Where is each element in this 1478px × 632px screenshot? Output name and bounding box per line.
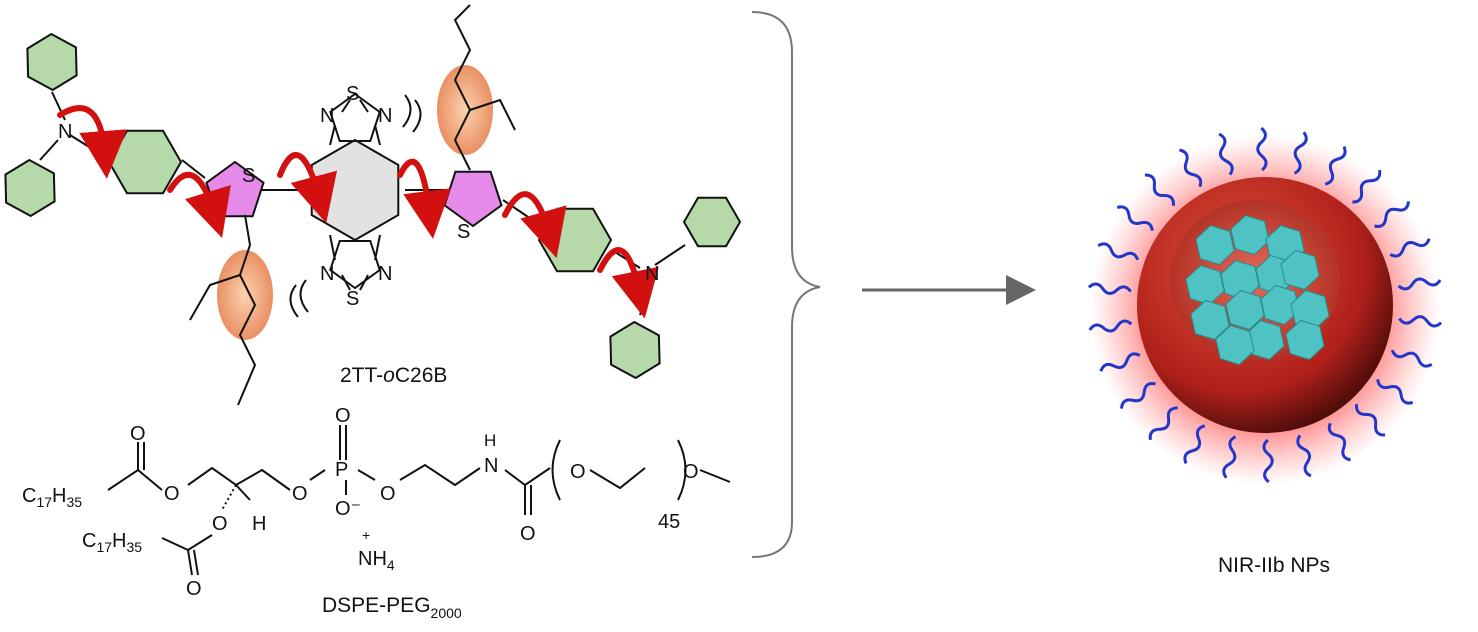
svg-text:NH4: NH4 <box>358 548 395 573</box>
lipid-atom-labels: C17H35 C17H35 O O O O H O P O O⁻ O N H O… <box>22 405 699 600</box>
phenyl-ring <box>537 207 613 273</box>
thiadiazole-ring <box>329 92 381 142</box>
svg-text:O: O <box>164 483 180 505</box>
svg-text:C17H35: C17H35 <box>22 485 82 510</box>
thiadiazole-ring <box>329 240 381 290</box>
crystal <box>1225 289 1265 331</box>
peg-chain <box>1397 277 1442 291</box>
peg-chain <box>1144 173 1175 206</box>
svg-text:O: O <box>212 513 228 535</box>
phenyl-ring <box>26 32 78 92</box>
thiophene-ring <box>443 170 503 228</box>
svg-text:S: S <box>457 221 470 243</box>
crystal <box>1195 224 1235 266</box>
phenyl-ring <box>609 320 661 380</box>
svg-text:N: N <box>645 263 659 285</box>
crystal <box>1285 319 1325 361</box>
molecule-dspe-peg2000: C17H35 C17H35 O O O O H O P O O⁻ O N H O… <box>22 405 731 621</box>
nanoparticle-illustration: NIR-IIb NPs <box>1087 126 1443 577</box>
curly-brace <box>751 11 821 558</box>
svg-text:O: O <box>520 523 536 545</box>
svg-text:P: P <box>335 459 348 481</box>
peg-chain <box>1327 422 1351 462</box>
phenyl-ring <box>107 129 183 195</box>
svg-text:O: O <box>570 461 586 483</box>
peg-chain <box>1398 315 1443 328</box>
svg-text:S: S <box>242 165 255 187</box>
svg-text:S: S <box>346 288 359 310</box>
peg-chain <box>1389 238 1431 258</box>
phenyl-ring <box>682 196 742 248</box>
peg-chain <box>1088 319 1133 333</box>
svg-text:N: N <box>484 455 498 477</box>
rotation-arrows <box>57 105 659 319</box>
steric-ellipse-top <box>437 65 493 155</box>
crystal <box>1190 299 1230 341</box>
svg-text:O: O <box>292 483 308 505</box>
svg-text:O⁻: O⁻ <box>335 498 361 520</box>
svg-text:+: + <box>362 527 370 543</box>
peg-chain <box>1296 434 1312 478</box>
crystal <box>1260 284 1300 326</box>
crystal <box>1215 324 1255 366</box>
svg-text:45: 45 <box>658 511 680 533</box>
molecule-2tt-oc26b: N N S S N N S N N S 2TT-oC26B <box>4 4 742 406</box>
crystal <box>1230 214 1270 256</box>
atom-labels: N N S S N N S N N S <box>58 83 659 310</box>
peg-chain <box>1218 132 1234 176</box>
svg-text:O: O <box>130 423 146 445</box>
peg-chain <box>1293 131 1308 175</box>
peg-chain <box>1183 424 1206 464</box>
lipid-bonds <box>107 425 731 576</box>
peg-chain <box>1179 148 1203 188</box>
peg-chain <box>1262 438 1274 484</box>
molecule-name: 2TT-oC26B <box>340 364 447 387</box>
steric-ellipse-bottom <box>217 250 273 340</box>
peg-chain <box>1148 406 1178 441</box>
steric-marks <box>289 94 422 318</box>
peg-chain <box>1324 146 1347 186</box>
svg-text:N: N <box>320 263 334 285</box>
svg-text:N: N <box>378 105 392 127</box>
svg-text:H: H <box>484 431 496 450</box>
peg-chain <box>1116 205 1154 231</box>
benzene-core-ring <box>310 138 400 242</box>
svg-text:O: O <box>186 578 202 600</box>
crystal <box>1280 249 1320 291</box>
peg-chain <box>1099 352 1141 372</box>
svg-text:N: N <box>320 105 334 127</box>
peg-chain <box>1376 379 1414 405</box>
svg-text:C17H35: C17H35 <box>82 530 142 555</box>
svg-text:N: N <box>58 121 72 143</box>
svg-text:N: N <box>378 263 392 285</box>
peg-chain <box>1097 242 1140 261</box>
peg-chain <box>1352 169 1382 204</box>
peg-chain <box>1119 382 1156 409</box>
peg-chain <box>1222 435 1237 479</box>
phenyl-ring <box>4 158 56 218</box>
peg-chain <box>1355 404 1386 437</box>
lipid-name: DSPE-PEG2000 <box>322 594 462 621</box>
nanoparticle-label: NIR-IIb NPs <box>1218 554 1330 577</box>
svg-text:H: H <box>252 513 266 535</box>
peg-chain <box>1087 282 1132 295</box>
svg-text:S: S <box>346 83 359 105</box>
peg-chain <box>1256 126 1268 172</box>
svg-text:O: O <box>335 405 351 427</box>
peg-chain <box>1374 201 1411 228</box>
peg-chain <box>1390 349 1433 368</box>
svg-text:O: O <box>380 483 396 505</box>
svg-text:O: O <box>683 461 699 483</box>
